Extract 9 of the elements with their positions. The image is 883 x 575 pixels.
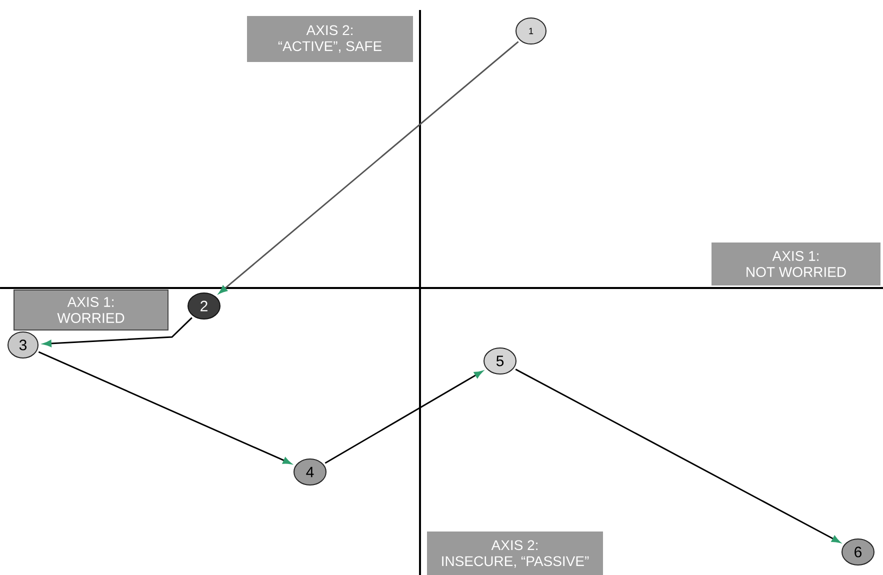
axis-label-box: AXIS 1: WORRIED (14, 290, 168, 330)
arrow (218, 41, 519, 294)
arrow (515, 368, 840, 543)
axis-label-box: AXIS 2: INSECURE, “PASSIVE” (427, 532, 603, 575)
arrow (42, 317, 192, 347)
axis-label-box: AXIS 1: NOT WORRIED (712, 242, 880, 286)
arrow (324, 370, 483, 464)
axis-label-box: AXIS 2: “ACTIVE”, SAFE (247, 16, 413, 62)
arrow (38, 351, 292, 464)
